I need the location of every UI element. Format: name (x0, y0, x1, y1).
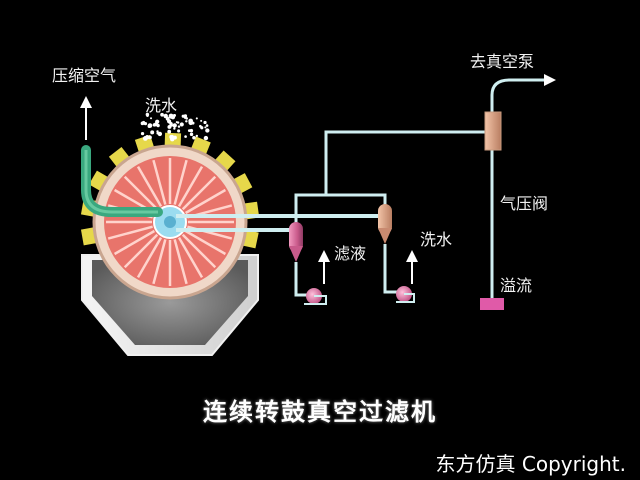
spray-dot (172, 114, 176, 118)
spray-dot (169, 122, 173, 126)
spray-dot (143, 121, 148, 126)
spray-dot (179, 122, 184, 127)
spray-dot (203, 120, 207, 125)
drum-spoke (113, 229, 156, 256)
spray-dot (168, 113, 174, 119)
drum-spoke (184, 188, 227, 215)
spray-dot (140, 121, 145, 126)
vacuum-manifold (294, 74, 556, 302)
spray-dot (187, 129, 191, 132)
label-wash-water-top: 洗水 (145, 96, 178, 115)
wash-water-spray (140, 112, 210, 142)
drum-spoke (181, 233, 217, 269)
filter-drum (92, 144, 248, 300)
spray-dot (172, 123, 177, 128)
spray-dot (195, 117, 198, 120)
spray-dot (145, 136, 149, 140)
drum-spoke (136, 165, 163, 208)
spray-dot (140, 132, 145, 136)
drum-spoke (152, 159, 167, 205)
spray-dot (200, 126, 204, 130)
spray-dot (155, 119, 160, 124)
label-air-pressure-valve: 气压阀 (500, 194, 549, 213)
drum-spoke (123, 233, 159, 269)
rim-segment (108, 146, 131, 168)
drum-spoke (184, 229, 227, 256)
drum-spoke (181, 175, 217, 211)
spray-dot (185, 120, 188, 123)
drum-axle (164, 216, 176, 228)
spray-dot (173, 127, 176, 130)
spray-dot (169, 134, 174, 139)
overflow-box (480, 298, 504, 310)
spray-dot (160, 112, 164, 117)
drum-spoke (123, 175, 159, 211)
spray-dot (157, 131, 163, 137)
drum-spoke (177, 236, 204, 279)
spray-dot (192, 136, 196, 140)
drum-spoke (173, 159, 188, 205)
spray-dot (175, 121, 178, 124)
spray-dot (147, 124, 151, 129)
label-overflow: 溢流 (500, 276, 533, 295)
copyright-credit: 东方仿真 Copyright. (435, 452, 626, 476)
label-wash-water-right: 洗水 (420, 230, 453, 249)
spray-dot (150, 130, 155, 135)
spray-dot (167, 124, 172, 129)
spray-dot (165, 116, 170, 121)
spray-dot (204, 126, 207, 129)
spray-dot (156, 130, 159, 133)
spray-dot (148, 135, 152, 140)
spray-dot (146, 114, 149, 118)
spray-dot (188, 120, 194, 126)
label-compressed-air: 压缩空气 (52, 66, 117, 85)
label-to-vacuum-pump: 去真空泵 (470, 52, 535, 71)
spray-dot (195, 134, 199, 138)
drum-spoke (107, 225, 153, 240)
compressed-air-arrowhead (80, 96, 92, 108)
filtrate-receiver (289, 222, 330, 305)
drum-spoke (152, 239, 167, 285)
spray-dot (185, 117, 188, 120)
drum-spoke (177, 165, 204, 208)
drum-spoke (136, 236, 163, 279)
spray-dot (167, 129, 172, 134)
vacuum-arrowhead (544, 74, 556, 86)
spray-dot (177, 125, 181, 128)
spray-dot (206, 129, 209, 133)
diagram-title: 连续转鼓真空过滤机 (203, 398, 437, 426)
label-filtrate: 滤液 (334, 244, 367, 263)
compressed-air-pipe (80, 96, 163, 217)
air-pressure-valve (484, 111, 502, 151)
spray-dot (150, 117, 153, 120)
spray-dot (181, 114, 185, 118)
spray-dot (184, 135, 187, 138)
drum-outlet-pipes (176, 214, 385, 232)
spray-dot (205, 124, 209, 127)
spray-dot (200, 119, 203, 122)
drum-spokes (106, 158, 234, 286)
spray-dot (203, 135, 209, 141)
spray-dot (189, 132, 194, 137)
wash-water-receiver (378, 204, 418, 303)
spray-dot (177, 129, 181, 133)
rim-segment (214, 150, 236, 172)
drum-spoke (173, 239, 188, 285)
spray-dot (189, 128, 194, 133)
